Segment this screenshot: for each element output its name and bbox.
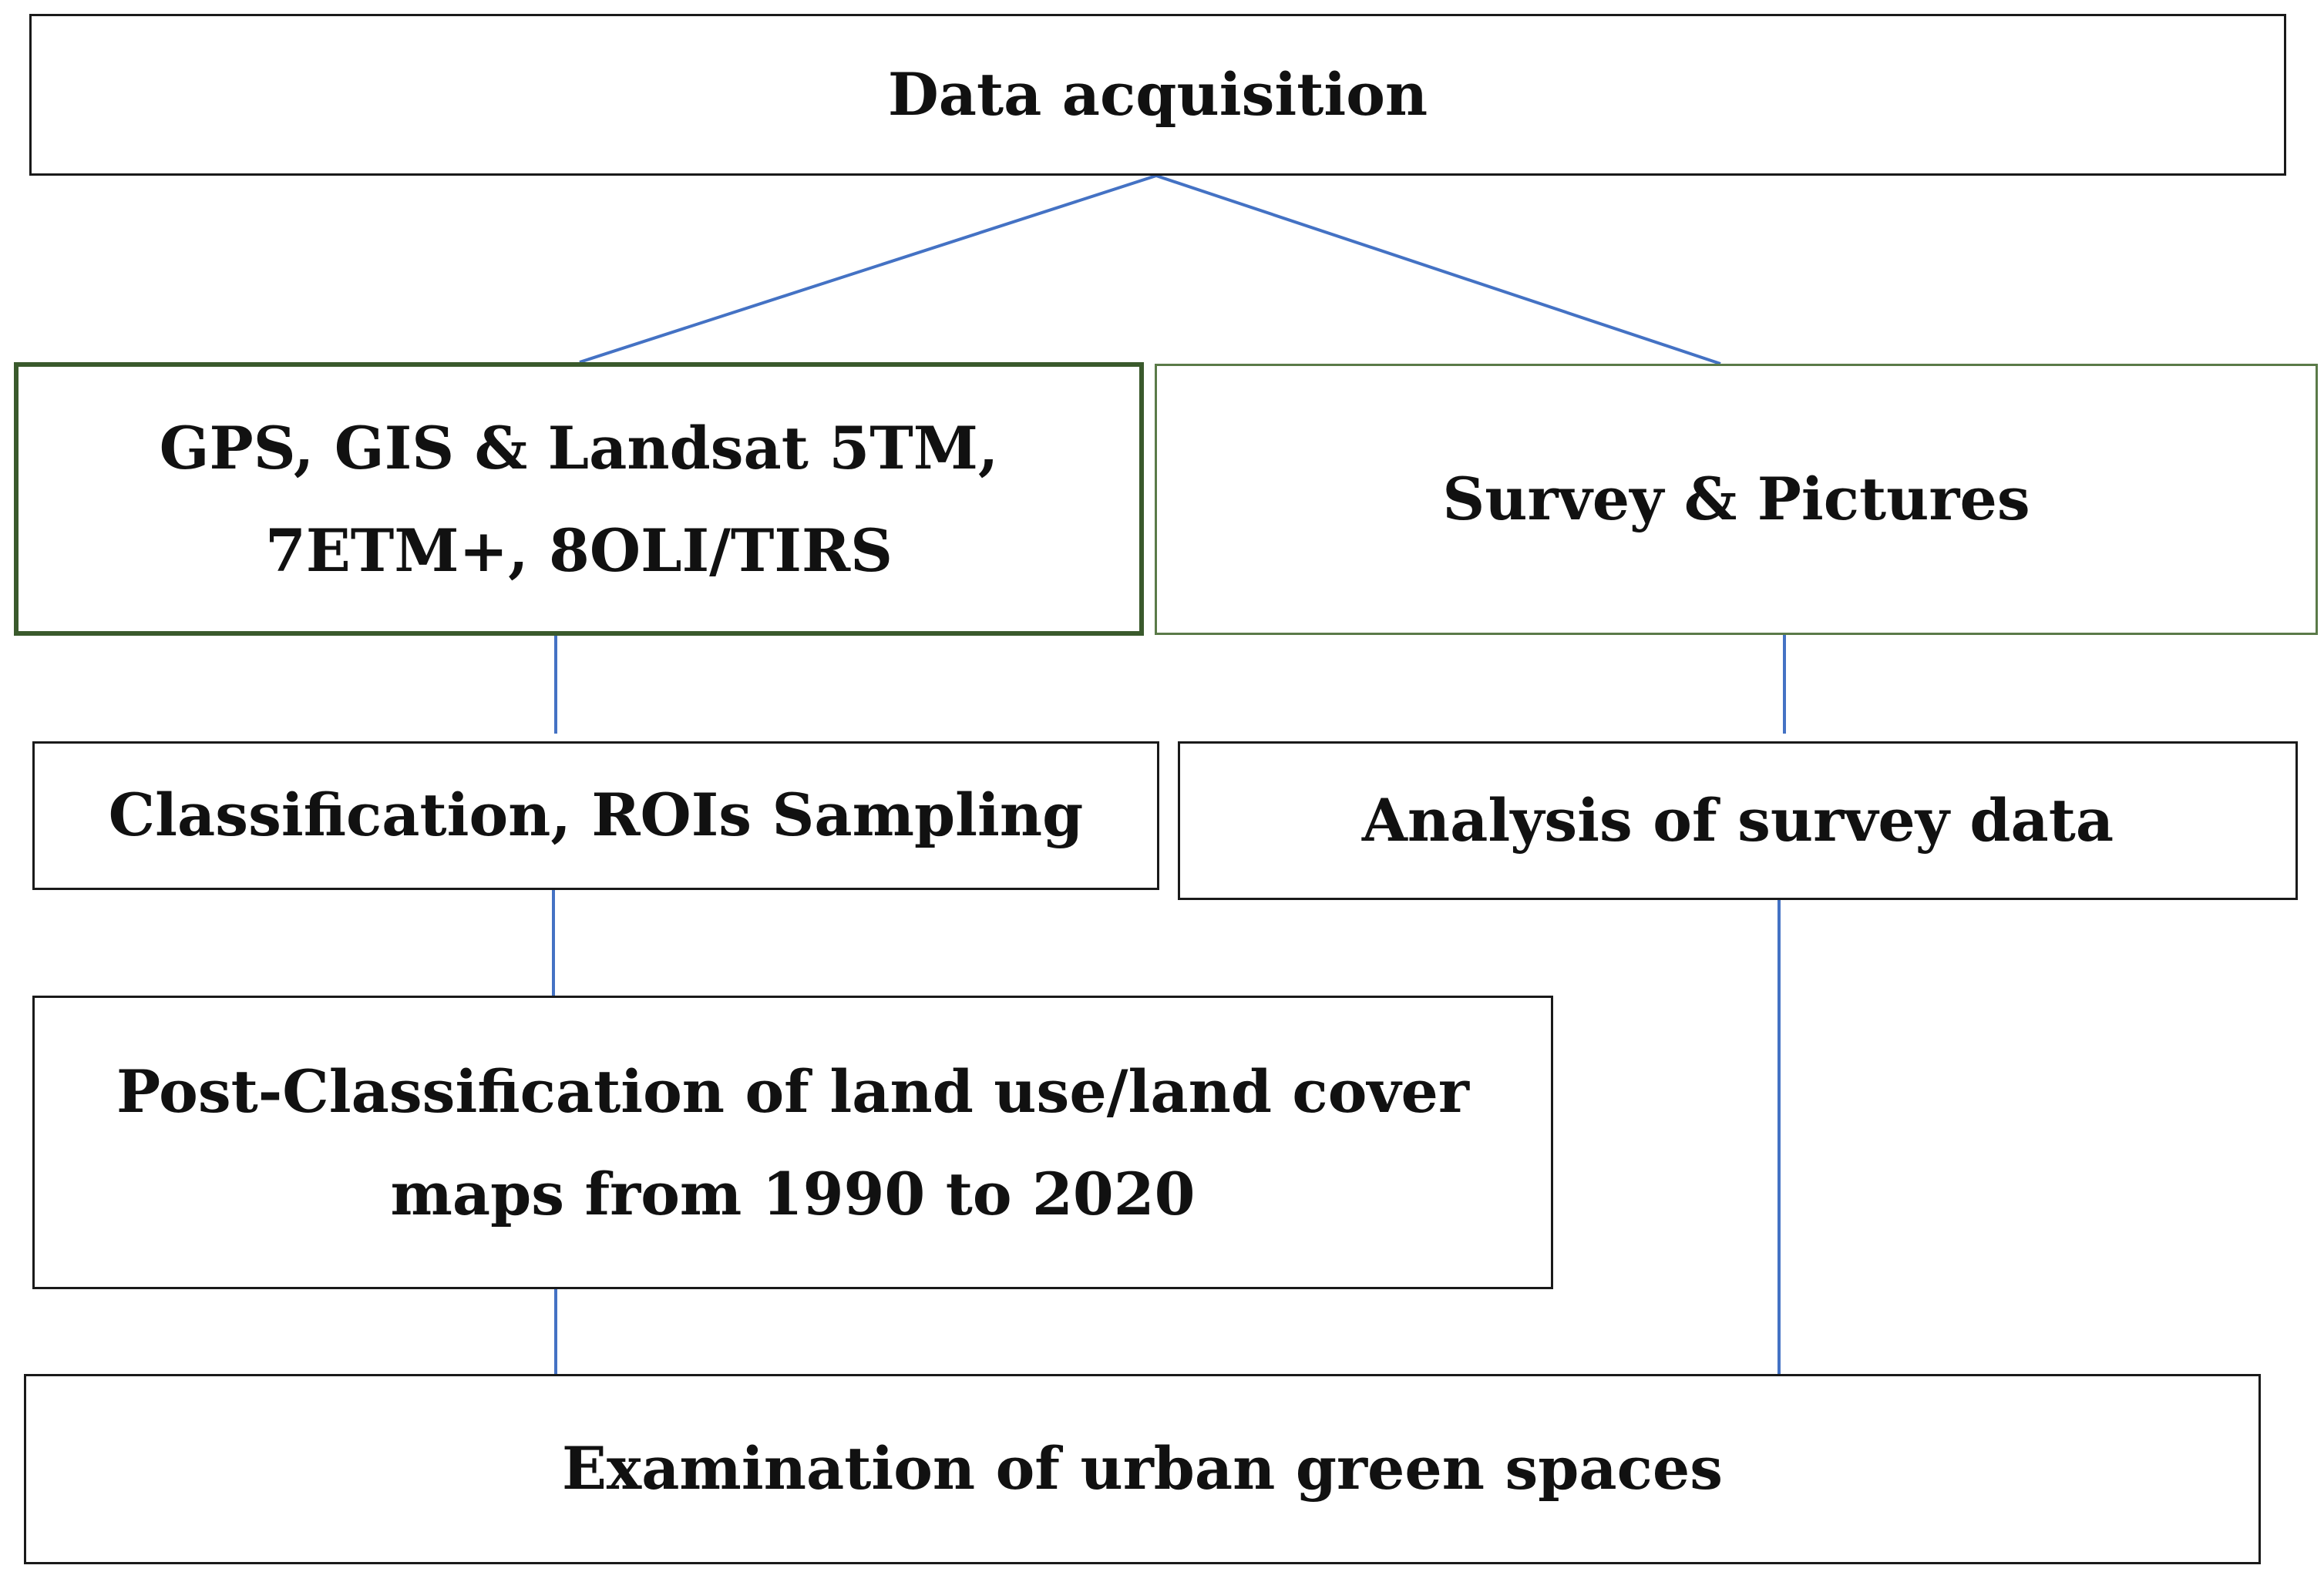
- node-survey-pictures: Survey & Pictures: [1155, 364, 2318, 635]
- node-classification: Classification, ROIs Sampling: [32, 741, 1159, 890]
- node-label: Analysis of survey data: [1361, 785, 2114, 855]
- edge-acquisition-to-gps: [579, 174, 1157, 364]
- node-label: Survey & Pictures: [1442, 464, 2030, 533]
- edge-acquisition-to-survey: [1155, 174, 1721, 365]
- node-examination: Examination of urban green spaces: [24, 1374, 2261, 1564]
- node-label: GPS, GIS & Landsat 5TM, 7ETM+, 8OLI/TIRS: [159, 413, 999, 585]
- node-post-classification: Post-Classification of land use/land cov…: [32, 996, 1553, 1289]
- node-label: Data acquisition: [887, 59, 1428, 129]
- node-label: Classification, ROIs Sampling: [108, 781, 1084, 850]
- node-label: Post-Classification of land use/land cov…: [116, 1056, 1469, 1228]
- node-analysis-survey: Analysis of survey data: [1178, 741, 2298, 900]
- node-gps-gis-landsat: GPS, GIS & Landsat 5TM, 7ETM+, 8OLI/TIRS: [14, 362, 1144, 636]
- node-label: Examination of urban green spaces: [561, 1434, 1724, 1503]
- node-data-acquisition: Data acquisition: [29, 14, 2286, 176]
